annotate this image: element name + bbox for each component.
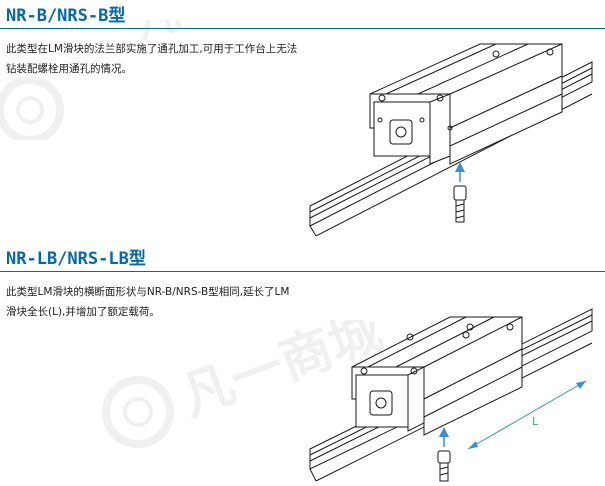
product-illustration-nr-lb: L	[300, 283, 602, 483]
lm-guide-drawing	[309, 43, 593, 236]
insert-direction-arrow	[455, 162, 465, 182]
section-nr-b: NR-B/NRS-B型 此类型在LM滑块的法兰部实施了通孔加工,可用于工作台上无…	[0, 6, 605, 236]
lm-guide-drawing-long: L	[309, 308, 593, 482]
section-nr-lb: NR-LB/NRS-LB型 此类型LM滑块的横断面形状与NR-B/NRS-B型相…	[0, 243, 605, 486]
title-divider	[0, 271, 605, 272]
insert-direction-arrow	[439, 427, 449, 447]
section-title: NR-B/NRS-B型	[6, 6, 126, 26]
section-description: 此类型在LM滑块的法兰部实施了通孔加工,可用于工作台上无法钻装配螺栓用通孔的情况…	[6, 43, 298, 75]
product-illustration-nr-b	[300, 36, 602, 236]
section-title: NR-LB/NRS-LB型	[6, 249, 146, 269]
length-dimension: L	[467, 380, 587, 450]
section-description: 此类型LM滑块的横断面形状与NR-B/NRS-B型相同,延长了LM滑块全长(L)…	[6, 286, 290, 318]
title-divider	[0, 28, 605, 29]
dimension-label: L	[532, 415, 539, 428]
